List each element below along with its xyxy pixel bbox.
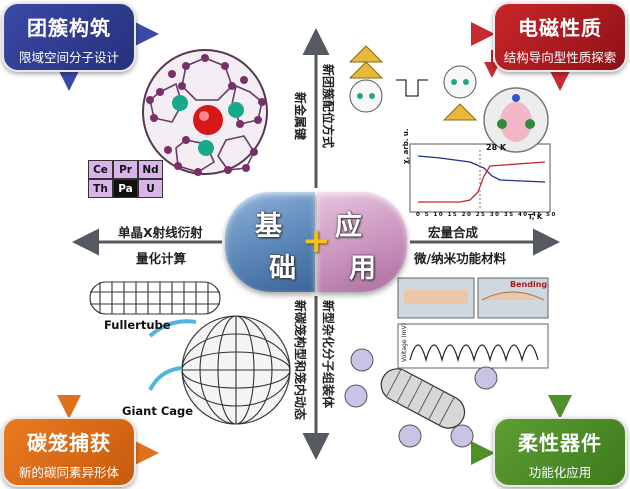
corner-electromagnetic-properties: 电磁性质 结构导向型性质探索 xyxy=(493,2,627,72)
corner-title: 碳笼捕获 xyxy=(27,431,111,455)
tick: 25 xyxy=(475,212,487,218)
center-char-chu: 础 xyxy=(269,253,296,284)
tick: 35 xyxy=(503,212,515,218)
corner-title: 团簇构筑 xyxy=(27,16,111,40)
element-cell: Pr xyxy=(113,160,138,179)
label-metal-bond: 新金属键 xyxy=(293,92,307,141)
plus-icon: + xyxy=(302,221,331,261)
element-cell: Nd xyxy=(138,160,163,179)
voltage-label: Voltage (mV) xyxy=(401,322,408,362)
label-bulk-synthesis: 宏量合成 xyxy=(428,225,479,240)
cluster-fullerene-figure xyxy=(142,49,268,176)
corner-subtitle: 限域空间分子设计 xyxy=(18,50,119,65)
center-char-ji: 基 xyxy=(255,211,282,242)
smm-figure xyxy=(348,45,549,153)
pill-basic xyxy=(225,192,315,292)
label-nano-materials: 微/纳米功能材料 xyxy=(414,251,507,266)
element-cell: Ce xyxy=(88,160,113,179)
pill-application xyxy=(317,192,407,292)
bending-label: Bending xyxy=(510,280,548,289)
tick: 15 xyxy=(447,212,459,218)
giant-cage-figure xyxy=(181,315,291,425)
corner-title: 柔性器件 xyxy=(518,431,602,455)
tick: 50 xyxy=(546,212,557,218)
magnet-x-label: T, K xyxy=(528,213,543,221)
corner-title: 电磁性质 xyxy=(518,16,602,40)
label-xray: 单晶X射线衍射 xyxy=(118,225,203,240)
curve-arrow-1 xyxy=(148,319,197,338)
tick: 10 xyxy=(433,212,445,218)
center-pill: 基 础 应 用 + xyxy=(225,192,407,292)
tick: 5 xyxy=(424,212,431,218)
label-calculation: 量化计算 xyxy=(136,251,187,266)
corner-cluster-construction: 团簇构筑 限域空间分子设计 xyxy=(2,2,136,72)
center-char-ying: 应 xyxy=(335,211,362,242)
hybrid-assembly-figure xyxy=(344,348,498,448)
magnet-y-label: χ, arb. u. xyxy=(402,128,410,164)
curve-arrow-2 xyxy=(148,366,183,391)
corner-subtitle: 结构导向型性质探索 xyxy=(503,50,617,65)
magnet-ticks: 0 5 10 15 20 25 30 35 40 45 50 xyxy=(416,212,557,218)
fullertube-label: Fullertube xyxy=(104,318,171,332)
corner-carbon-cage-capture: 碳笼捕获 新的碳同素异形体 xyxy=(2,417,136,487)
tick: 40 xyxy=(517,212,529,218)
tick: 20 xyxy=(461,212,473,218)
tick: 45 xyxy=(532,212,543,218)
label-coordination: 新团簇配位方式 xyxy=(321,64,335,149)
corner-subtitle: 功能化应用 xyxy=(528,465,592,480)
corner-subtitle: 新的碳同素异形体 xyxy=(18,465,119,480)
fullertube-figure xyxy=(89,281,221,315)
element-cell: Pa xyxy=(113,179,138,198)
magnet-temp-label: 28 K xyxy=(486,143,507,152)
tick: 0 xyxy=(416,212,422,218)
center-char-yong: 用 xyxy=(349,253,376,284)
giant-cage-label: Giant Cage xyxy=(122,404,194,418)
magnet-graph xyxy=(409,143,551,213)
corner-flexible-devices: 柔性器件 功能化应用 xyxy=(493,417,627,487)
tick: 30 xyxy=(489,212,501,218)
element-cell: Th xyxy=(88,179,113,198)
label-hybrid-assembly: 新型杂化分子组装体 xyxy=(321,300,335,409)
label-cage-dynamics: 新碳笼构型和笼内动态 xyxy=(293,300,307,421)
element-cell: U xyxy=(138,179,163,198)
flexible-device-figure xyxy=(397,277,549,369)
